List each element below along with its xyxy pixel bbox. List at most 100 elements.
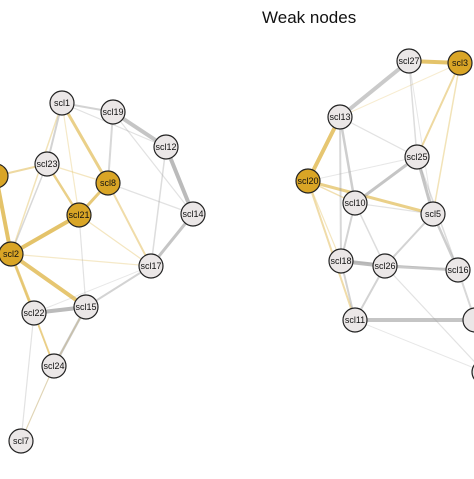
edge-r_scl27-r_scl25 xyxy=(408,60,418,158)
node-label: scl8 xyxy=(100,178,116,188)
edge-r_scl11-r_cut2 xyxy=(354,319,474,369)
node-label: scl11 xyxy=(345,315,365,325)
edge-l_scl2-l_scl15 xyxy=(9,252,88,309)
node-r_scl11: scl11 xyxy=(342,307,368,333)
node-l_scl23: scl23 xyxy=(34,151,60,177)
node-circle xyxy=(34,151,60,177)
edge-l_scl22-l_scl17 xyxy=(33,265,152,314)
node-label: scl10 xyxy=(344,198,365,208)
node-circle xyxy=(0,164,9,188)
node-l_scl7: scl7 xyxy=(8,428,34,454)
edge-l_scl2-l_cut1 xyxy=(0,186,13,256)
edge-r_scl13-r_scl27 xyxy=(338,59,411,119)
node-circle xyxy=(445,257,471,283)
node-label: scl22 xyxy=(23,308,44,318)
node-circle xyxy=(138,253,164,279)
edge-l_scl1-l_scl12 xyxy=(61,102,167,148)
node-label: scl16 xyxy=(447,265,468,275)
node-r_scl18: scl18 xyxy=(328,248,354,274)
node-circle xyxy=(153,134,179,160)
node-r_scl5: scl5 xyxy=(420,201,446,227)
edge-r_scl20-r_scl5 xyxy=(306,179,435,216)
edge-l_scl24-l_scl7 xyxy=(20,365,55,442)
edge-l_scl7-l_scl22 xyxy=(20,312,35,442)
node-label: scl19 xyxy=(102,107,123,117)
node-circle xyxy=(342,307,368,333)
edge-l_scl19-l_scl14 xyxy=(112,111,194,215)
right-panel-title: Weak nodes xyxy=(262,8,357,27)
edge-l_scl1-l_scl21 xyxy=(61,102,80,216)
node-l_scl1: scl1 xyxy=(49,90,75,116)
node-l_scl17: scl17 xyxy=(138,253,164,279)
node-circle xyxy=(404,144,430,170)
node-l_scl12: scl12 xyxy=(153,134,179,160)
node-circle xyxy=(95,170,121,196)
node-circle xyxy=(41,353,67,379)
node-label: scl20 xyxy=(297,176,318,186)
edge-l_scl17-l_scl15 xyxy=(85,265,152,308)
node-r_scl10: scl10 xyxy=(342,190,368,216)
node-label: scl14 xyxy=(182,209,203,219)
node-l_cut1 xyxy=(0,164,9,188)
edge-r_scl13-r_scl18 xyxy=(339,116,342,262)
edge-r_scl13-r_scl25 xyxy=(339,116,418,158)
node-circle xyxy=(420,201,446,227)
node-l_scl8: scl8 xyxy=(95,170,121,196)
edge-r_scl20-r_scl18 xyxy=(307,180,342,262)
node-label: scl23 xyxy=(36,159,57,169)
edge-l_scl12-l_scl17 xyxy=(150,146,167,267)
edge-r_scl20-r_scl11 xyxy=(307,180,356,321)
node-r_scl3: scl3 xyxy=(447,50,473,76)
edge-layer xyxy=(0,59,474,442)
node-label: scl15 xyxy=(75,302,96,312)
node-circle xyxy=(100,99,126,125)
edge-r_scl3-r_scl13 xyxy=(339,62,461,118)
node-layer: scl1 scl19 scl12 scl23 scl8 scl21 scl14 scl2 scl… xyxy=(0,48,474,454)
node-circle xyxy=(0,241,24,267)
node-circle xyxy=(8,428,34,454)
node-r_scl26: scl26 xyxy=(372,253,398,279)
node-circle xyxy=(372,253,398,279)
node-label: scl13 xyxy=(329,112,350,122)
node-circle xyxy=(180,201,206,227)
edge-r_scl20-r_scl25 xyxy=(307,156,418,182)
node-l_scl14: scl14 xyxy=(180,201,206,227)
edge-r_scl25-r_scl10 xyxy=(353,155,419,205)
node-l_scl21: scl21 xyxy=(66,202,92,228)
node-circle xyxy=(396,48,422,74)
node-r_scl16: scl16 xyxy=(445,257,471,283)
node-r_scl27: scl27 xyxy=(396,48,422,74)
node-r_cut1 xyxy=(462,307,474,333)
node-circle xyxy=(49,90,75,116)
node-r_scl20: scl20 xyxy=(295,168,321,194)
node-l_scl24: scl24 xyxy=(41,353,67,379)
node-label: scl27 xyxy=(398,56,419,66)
node-circle xyxy=(342,190,368,216)
node-circle xyxy=(21,300,47,326)
node-label: scl1 xyxy=(54,98,70,108)
edge-r_scl3-r_scl25 xyxy=(416,62,461,158)
node-label: scl18 xyxy=(330,256,351,266)
node-r_scl13: scl13 xyxy=(327,104,353,130)
node-label: scl7 xyxy=(13,436,29,446)
edge-l_scl24-l_scl7 xyxy=(20,365,55,442)
edge-l_scl8-l_scl17 xyxy=(107,182,152,267)
node-circle xyxy=(328,248,354,274)
node-label: scl21 xyxy=(68,210,89,220)
edge-l_scl21-l_scl17 xyxy=(78,214,152,267)
node-l_scl2: scl2 xyxy=(0,241,24,267)
node-circle xyxy=(295,168,321,194)
edge-l_scl21-l_scl15 xyxy=(78,214,87,308)
node-circle xyxy=(327,104,353,130)
node-label: scl2 xyxy=(3,249,19,259)
node-label: scl12 xyxy=(155,142,176,152)
node-l_scl22: scl22 xyxy=(21,300,47,326)
node-label: scl26 xyxy=(374,261,395,271)
edge-r_scl3-r_scl5 xyxy=(432,62,461,215)
edge-l_scl2-l_scl17 xyxy=(10,253,152,267)
edge-r_scl13-r_scl10 xyxy=(338,115,357,205)
edge-l_scl8-l_scl14 xyxy=(107,182,194,215)
edge-r_scl27-r_scl5 xyxy=(408,60,434,215)
